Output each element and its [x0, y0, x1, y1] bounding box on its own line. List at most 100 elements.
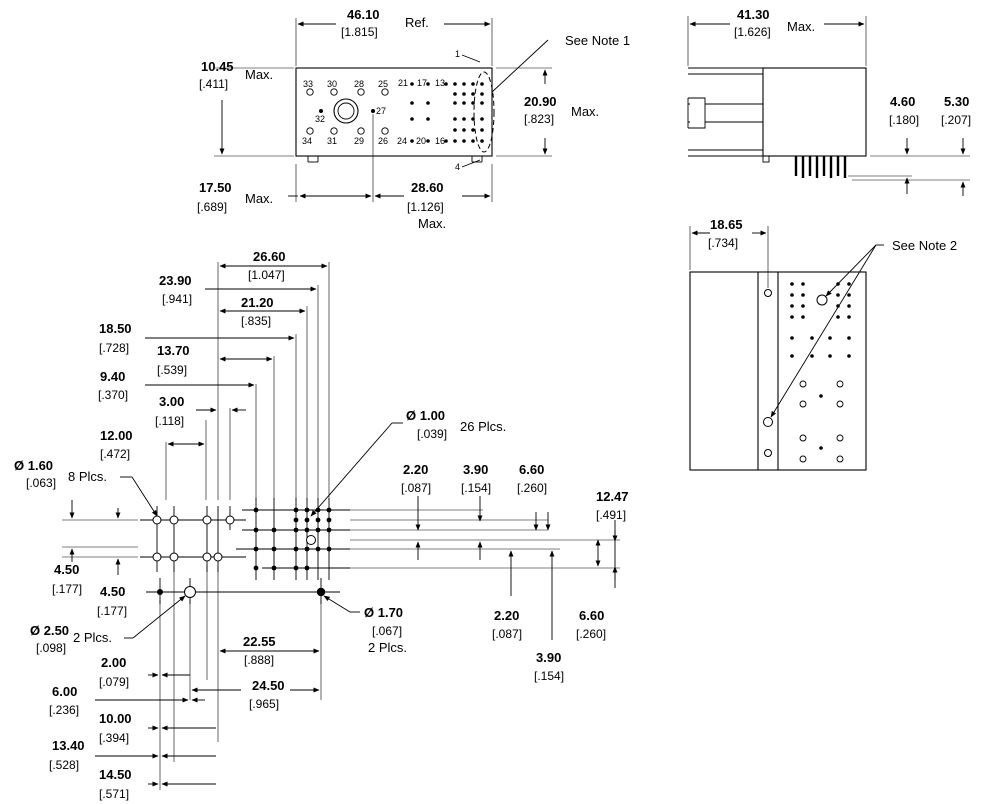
pin-label: 31 [327, 136, 337, 146]
width-in: [1.815] [341, 25, 378, 39]
pin-label: 32 [315, 114, 325, 124]
fp-dim-18-50-in: [.728] [99, 341, 129, 355]
fp-right-6-60: 6.60 [519, 462, 544, 477]
fp-right-3-90-in: [.154] [461, 481, 491, 495]
hole-d-qty: 2 Plcs. [368, 640, 407, 655]
hole-b-mm: Ø 1.00 [406, 408, 445, 423]
side-width-in: [1.626] [734, 25, 771, 39]
hole-b-qty: 26 Plcs. [460, 419, 506, 434]
fp-bottom-13-40: 13.40 [52, 738, 85, 753]
pin-label: 29 [354, 136, 364, 146]
fp-dim-13-70-in: [.539] [157, 363, 187, 377]
bottom-view-dim-mm: 18.65 [710, 217, 743, 232]
top-view: 33 30 28 25 21 17 13 1 32 27 34 31 29 26… [197, 7, 630, 231]
width-mm: 46.10 [347, 7, 380, 22]
fp-dim-9-40-in: [.370] [98, 388, 128, 402]
fp-dim-21-20-in: [.835] [241, 314, 271, 328]
side-dim-b-mm: 5.30 [944, 94, 969, 109]
fp-dim-3-00-in: [.118] [155, 414, 184, 428]
left-height-mm: 10.45 [201, 59, 234, 74]
fp-right-low-3-90-in: [.154] [534, 669, 564, 683]
pin-label: 16 [435, 136, 445, 146]
right-height-mm: 20.90 [524, 94, 557, 109]
side-dim-a-mm: 4.60 [890, 94, 915, 109]
fp-bottom-13-40-in: [.528] [49, 758, 79, 772]
hole-a-qty: 8 Plcs. [68, 469, 107, 484]
pin-label: 34 [302, 136, 312, 146]
fp-dim-26-60-in: [1.047] [248, 268, 285, 282]
bottom-left-mm: 17.50 [199, 180, 232, 195]
fp-bottom-24-50-in: [.965] [249, 697, 279, 711]
fp-right-12-47: 12.47 [596, 489, 629, 504]
fp-left-4-50-b-in: [.177] [97, 604, 127, 618]
pin-label: 25 [378, 79, 388, 89]
bottom-right-in: [1.126] [407, 200, 444, 214]
fp-right-3-90: 3.90 [463, 462, 488, 477]
fp-bottom-10-00-in: [.394] [99, 731, 129, 745]
fp-right-low-6-60: 6.60 [579, 608, 604, 623]
pin-label: 28 [354, 79, 364, 89]
hole-d-in: [.067] [372, 624, 402, 638]
right-height-in: [.823] [524, 112, 554, 126]
bottom-left-in: [.689] [197, 200, 227, 214]
mounting-hole [333, 98, 359, 124]
fp-right-6-60-in: [.260] [517, 481, 547, 495]
fp-bottom-22-55-in: [.888] [244, 653, 274, 667]
pin-label: 17 [417, 78, 427, 88]
hole-b-in: [.039] [417, 427, 447, 441]
fp-bottom-2-00: 2.00 [101, 655, 126, 670]
side-view: 41.30 [1.626] Max. 4.60 [.180] 5.30 [.20… [687, 7, 971, 196]
note1-callout: See Note 1 [565, 33, 630, 48]
fp-dim-26-60: 26.60 [253, 249, 286, 264]
pin-label: 4 [455, 162, 460, 172]
fp-bottom-14-50: 14.50 [99, 767, 132, 782]
pin-label: 26 [378, 136, 388, 146]
fp-left-4-50-a-in: [.177] [52, 582, 82, 596]
left-height-note: Max. [245, 67, 273, 82]
fp-bottom-24-50: 24.50 [252, 678, 285, 693]
fp-bottom-6-00-in: [.236] [49, 703, 79, 717]
fp-right-12-47-in: [.491] [596, 508, 626, 522]
bottom-right-note: Max. [418, 216, 446, 231]
note1-region [473, 71, 495, 153]
fp-dim-12-00-in: [.472] [100, 447, 130, 461]
hole-d-mm: Ø 1.70 [364, 605, 403, 620]
bottom-view: 18.65 [.734] See Note 2 [689, 217, 957, 471]
fp-bottom-14-50-in: [.571] [99, 787, 129, 801]
fp-bottom-2-00-in: [.079] [99, 675, 129, 689]
side-width-mm: 41.30 [737, 7, 770, 22]
fp-dim-21-20: 21.20 [241, 295, 274, 310]
fp-dim-18-50: 18.50 [99, 321, 132, 336]
pin-label: 1 [455, 49, 460, 59]
fp-right-low-2-20-in: [.087] [492, 627, 522, 641]
fp-bottom-22-55: 22.55 [243, 634, 276, 649]
hole-a-mm: Ø 1.60 [14, 458, 53, 473]
pin-label: 20 [416, 136, 426, 146]
side-width-note: Max. [787, 19, 815, 34]
pcb-footprint: 26.60 [1.047] 23.90 [.941] 21.20 [.835] … [14, 249, 629, 801]
fp-right-2-20: 2.20 [403, 462, 428, 477]
fp-dim-13-70: 13.70 [157, 343, 190, 358]
fp-dim-9-40: 9.40 [100, 369, 125, 384]
note2-callout: See Note 2 [892, 238, 957, 253]
fp-right-2-20-in: [.087] [401, 481, 431, 495]
fp-left-4-50-b: 4.50 [100, 584, 125, 599]
right-height-note: Max. [571, 104, 599, 119]
fp-dim-12-00: 12.00 [100, 428, 133, 443]
hole-c-in: [.098] [36, 641, 66, 655]
bottom-view-dim-in: [.734] [708, 236, 738, 250]
pin-label: 33 [303, 79, 313, 89]
hole-c-qty: 2 Plcs. [73, 630, 112, 645]
fp-bottom-6-00: 6.00 [52, 684, 77, 699]
fp-right-low-2-20: 2.20 [494, 608, 519, 623]
pin-label: 21 [398, 78, 408, 88]
hole-c-mm: Ø 2.50 [30, 623, 69, 638]
side-dim-b-in: [.207] [941, 113, 971, 127]
fp-dim-23-90-in: [.941] [162, 292, 192, 306]
pin-label: 30 [327, 79, 337, 89]
side-dim-a-in: [.180] [889, 113, 919, 127]
bottom-right-mm: 28.60 [411, 180, 444, 195]
fp-dim-23-90: 23.90 [159, 273, 192, 288]
left-height-in: [.411] [199, 77, 228, 91]
